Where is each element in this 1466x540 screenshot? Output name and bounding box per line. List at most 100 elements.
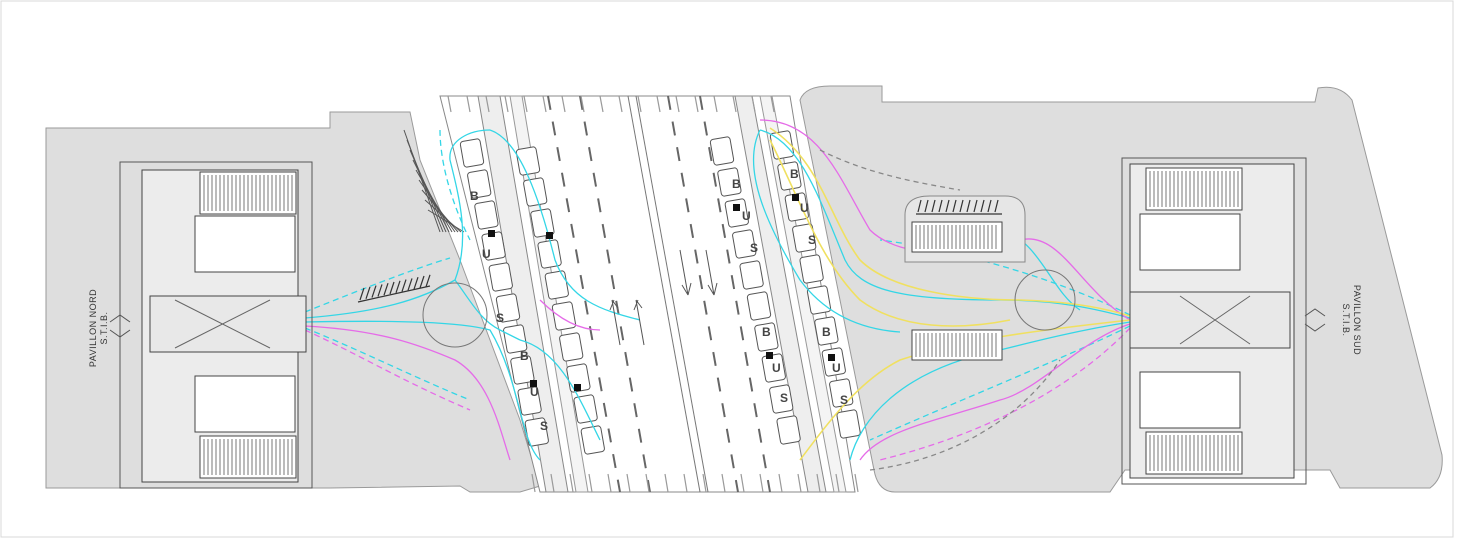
bike-rail xyxy=(357,285,431,303)
bus-letter: B xyxy=(822,325,831,339)
zebra-stripe xyxy=(751,95,756,113)
bus-bay xyxy=(709,136,735,166)
bus-letter: B xyxy=(762,325,771,339)
north-pavilion-subtitle: S.T.I.B. xyxy=(99,311,109,344)
bus-letter: U xyxy=(742,209,751,223)
bus-letters-left: B U S B U S xyxy=(470,189,548,433)
bus-letter: B xyxy=(790,167,799,181)
bus-bay xyxy=(821,347,846,377)
bus-bay xyxy=(580,425,605,455)
zebra-stripe xyxy=(618,95,623,113)
plaza-circles xyxy=(422,269,1076,348)
bus-bay xyxy=(559,332,584,362)
bus-bay xyxy=(530,208,555,238)
zebra-stripe xyxy=(599,95,604,113)
escalator-steps xyxy=(915,225,997,357)
bus-letter: S xyxy=(840,393,848,407)
magenta-dashed-routes xyxy=(304,327,1131,461)
bike-stand xyxy=(959,199,964,213)
bike-stand xyxy=(973,199,978,213)
zebra-stripe xyxy=(740,473,745,493)
south-plaza xyxy=(799,85,1443,493)
bus-bay xyxy=(510,355,535,385)
bus-bay xyxy=(488,262,513,292)
bike-rack-icon xyxy=(357,199,1002,303)
bus-bay xyxy=(724,198,749,228)
bus-letter: S xyxy=(808,233,816,247)
zebra-stripe xyxy=(770,95,775,113)
escalator-lower xyxy=(911,329,1003,361)
bus-bay xyxy=(769,384,794,414)
zebra-stripe xyxy=(797,473,802,493)
bus-bay xyxy=(551,301,577,331)
north-pavilion-title: PAVILLON NORD xyxy=(88,289,98,367)
bus-bay xyxy=(495,293,521,323)
bike-stand xyxy=(924,199,929,213)
median-line-2 xyxy=(635,95,709,493)
bus-bay xyxy=(544,270,569,300)
bike-stand xyxy=(407,278,413,291)
stair-line xyxy=(427,209,465,233)
zebra-crossing-bottom xyxy=(531,473,859,493)
zebra-stripe xyxy=(588,473,593,493)
zebra-stripe xyxy=(816,473,821,493)
bus-letter: B xyxy=(732,177,741,191)
bike-stand xyxy=(419,275,425,289)
bus-bay xyxy=(792,223,817,253)
bus-bay xyxy=(746,291,772,321)
bus-bay xyxy=(776,415,801,445)
bus-letter: B xyxy=(520,349,529,363)
bike-stand xyxy=(413,277,419,290)
north-concourse xyxy=(149,295,307,353)
grey-dashed-routes xyxy=(819,149,1061,471)
bus-bay xyxy=(474,200,499,230)
bike-stand xyxy=(917,199,922,213)
bus-bay xyxy=(836,409,861,439)
zebra-stripe xyxy=(702,473,707,493)
zebra-stripe xyxy=(561,95,566,113)
bus-bay xyxy=(573,394,598,424)
bus-bay xyxy=(754,322,779,352)
zebra-stripe xyxy=(854,473,859,493)
bus-letter: U xyxy=(530,385,539,399)
zebra-stripe xyxy=(637,95,642,113)
chevron-double-icon xyxy=(109,308,1326,338)
bus-bay xyxy=(537,239,562,269)
zebra-stripe xyxy=(607,473,612,493)
escalator-island xyxy=(904,195,1026,361)
bike-stand xyxy=(359,287,365,301)
north-room-bottom xyxy=(194,375,296,433)
zebra-stripe xyxy=(835,473,840,493)
bus-letter: U xyxy=(832,361,841,375)
lane-arrow-icon xyxy=(609,249,718,346)
bus-letter: U xyxy=(800,201,809,215)
zebra-stripe xyxy=(656,95,661,113)
south-pavilion-title: PAVILLON SUD xyxy=(1352,285,1362,355)
bike-stand xyxy=(952,199,957,213)
bus-stop-markers xyxy=(488,194,835,391)
bus-bay xyxy=(799,254,824,284)
bus-bay xyxy=(515,146,541,176)
bus-letter: S xyxy=(540,419,548,433)
bike-stand xyxy=(377,284,383,297)
south-pavilion-label: PAVILLON SUD S.T.I.B. xyxy=(1341,285,1362,355)
zebra-stripe xyxy=(683,473,688,493)
zebra-stripe xyxy=(550,473,555,493)
bike-stand xyxy=(371,285,377,298)
bus-bay xyxy=(503,324,528,354)
zebra-stripe xyxy=(645,473,650,493)
zebra-stripe xyxy=(447,95,452,113)
bus-letter: S xyxy=(496,311,504,325)
stair-hatching xyxy=(403,129,465,233)
zebra-crossing-top xyxy=(447,95,775,113)
bus-letter: U xyxy=(772,361,781,375)
bus-letter: U xyxy=(482,247,491,261)
zebra-stripe xyxy=(694,95,699,113)
bike-stand xyxy=(994,199,999,213)
bus-letters-right: B U S B U S xyxy=(732,167,816,255)
bike-stand xyxy=(395,280,401,293)
bus-letter: S xyxy=(750,241,758,255)
bike-stand xyxy=(938,199,943,213)
zebra-stripe xyxy=(721,473,726,493)
